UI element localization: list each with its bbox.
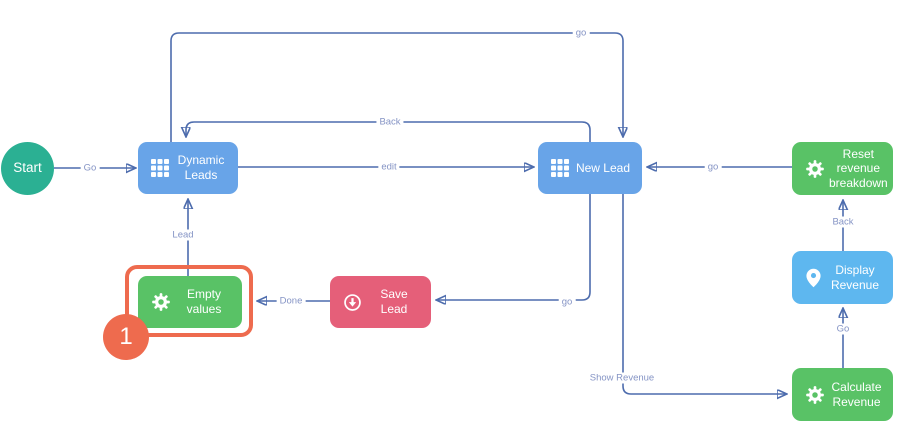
node-calculate-revenue[interactable]: Calculate Revenue [792,368,893,421]
node-save-lead-label: Save Lead [380,287,408,316]
edge-new-to-calculate [622,194,786,394]
edge-label-back-up: Back [829,216,857,228]
node-dynamic-leads-label: Dynamic Leads [177,153,225,182]
node-display-revenue[interactable]: Display Revenue [792,251,893,304]
edge-label-go-save: go [558,296,576,308]
edge-label-show-revenue: Show Revenue [586,372,658,384]
edge-label-go-top: go [572,27,590,39]
node-start[interactable]: Start [1,142,54,195]
node-empty-values-label: Empty values [186,287,222,316]
node-dynamic-leads[interactable]: Dynamic Leads [138,142,238,194]
edge-label-go-right: go [704,161,722,173]
map-pin-icon [805,268,822,288]
node-save-lead[interactable]: Save Lead [330,276,431,328]
node-reset-revenue-breakdown-label: Reset revenue breakdown [829,146,888,190]
save-arrow-icon [343,293,362,312]
edge-new-to-save [437,194,591,300]
node-new-lead[interactable]: New Lead [538,142,642,194]
annotation-step-badge: 1 [103,314,149,360]
edge-dynamic-to-new-top [170,32,623,142]
node-empty-values[interactable]: Empty values [138,276,242,328]
edge-label-lead: Lead [169,229,197,241]
node-display-revenue-label: Display Revenue [830,262,880,292]
node-calculate-revenue-label: Calculate Revenue [831,379,882,409]
gear-icon [151,292,171,312]
grid-icon [151,159,169,177]
grid-icon [551,159,569,177]
node-new-lead-label: New Lead [575,160,631,175]
edge-label-back-top: Back [376,116,404,128]
edge-new-to-dynamic-back [186,121,591,142]
edge-label-go-up: Go [833,323,853,335]
edge-label-edit: edit [378,161,400,173]
edge-label-done: Done [276,295,306,307]
gear-icon [805,385,825,405]
annotation-step-badge-number: 1 [119,323,133,350]
gear-icon [805,159,825,179]
node-reset-revenue-breakdown[interactable]: Reset revenue breakdown [792,142,893,195]
node-start-label: Start [13,160,42,176]
edge-label-go-start: Go [80,162,100,174]
